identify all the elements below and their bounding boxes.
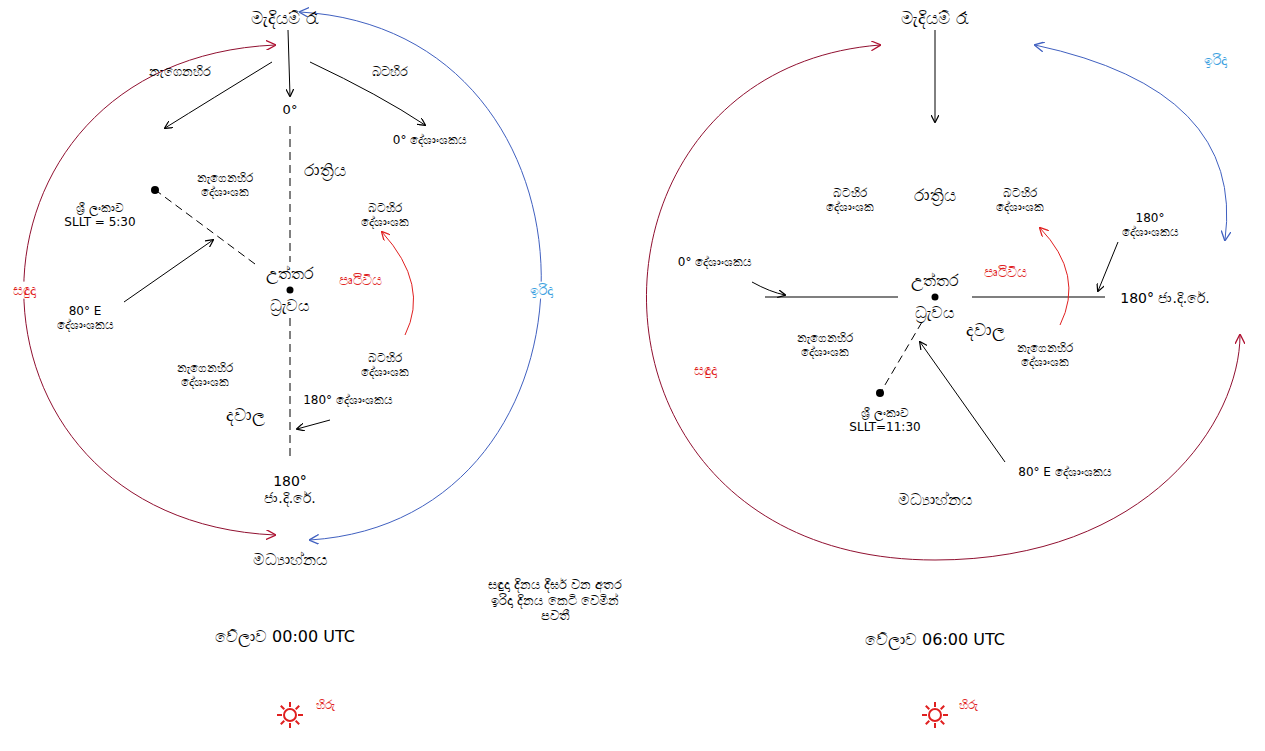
sunday-arc bbox=[1035, 45, 1227, 240]
globe-node: රාත්‍රිය උත්තර ධ්‍රැවය පෘථිවිය දවාල bbox=[765, 127, 1105, 467]
pole-dot bbox=[287, 287, 294, 294]
sunday-arc bbox=[300, 12, 541, 540]
sri-lanka-dot bbox=[876, 389, 884, 397]
leader-arrow bbox=[124, 240, 213, 302]
leader-arrow bbox=[297, 420, 330, 429]
direction-label: බටහිර bbox=[372, 64, 408, 80]
globe-text: දවාල bbox=[226, 405, 265, 425]
sun-icon bbox=[922, 702, 948, 728]
monday-label: සඳුදා bbox=[694, 362, 717, 379]
direction-label: නැගෙනහිර bbox=[149, 64, 211, 80]
sri-lanka-label: ශ්‍රී ලංකාව SLLT=11:30 bbox=[845, 406, 925, 435]
rotation-arrow bbox=[1040, 228, 1069, 325]
note-text: සඳුදා දිනය දීර්ඝ වන අතර ඉරිදා දිනය කෙටි … bbox=[485, 577, 625, 624]
leader-arrow bbox=[288, 30, 290, 96]
longitude-label: බටහිර දේශාංශක bbox=[361, 201, 409, 230]
sri-lanka-meridian bbox=[158, 192, 255, 264]
monday-label: සඳුදා bbox=[10, 282, 39, 299]
globe-text: දවාල bbox=[966, 320, 1005, 340]
noon-label: මධ්‍යාහ්නය bbox=[253, 550, 328, 569]
pole-dot bbox=[932, 294, 939, 301]
longitude-label: නැගෙනහිර දේශාංශක bbox=[797, 331, 853, 360]
globe-circle bbox=[123, 125, 455, 457]
leader-arrow bbox=[1098, 242, 1118, 291]
globe-text: පෘථිවිය bbox=[984, 264, 1027, 281]
sunday-label: ඉරිදා bbox=[1204, 52, 1227, 69]
noon-label: මධ්‍යාහ්නය bbox=[898, 490, 973, 509]
sun-icon bbox=[277, 702, 303, 728]
meridian-label: 80° E දේශාංශකය bbox=[1018, 465, 1111, 479]
rotation-arrow bbox=[382, 232, 414, 335]
monday-arc bbox=[646, 45, 1240, 560]
longitude-label: නැගෙනහිර දේශාංශක bbox=[1017, 341, 1073, 370]
sunday-label: ඉරිදා bbox=[527, 282, 556, 299]
dateline-label: 180° ජා.දි.රේ. bbox=[260, 473, 320, 507]
degree-label: 0° bbox=[283, 102, 298, 118]
sri-lanka-dot bbox=[151, 186, 159, 194]
sun-label: හිරු bbox=[959, 698, 978, 712]
globe-text: රාත්‍රිය bbox=[304, 160, 346, 180]
globe-text: උත්තර ධ්‍රැවය bbox=[911, 265, 959, 329]
leader-arrow bbox=[310, 62, 425, 125]
time-label: වේලාව 06:00 UTC bbox=[865, 630, 1005, 649]
globe-text: රාත්‍රිය bbox=[914, 185, 956, 205]
monday-arc bbox=[24, 45, 275, 535]
sri-lanka-meridian bbox=[882, 322, 922, 390]
leader-arrow bbox=[935, 30, 936, 122]
longitude-label: බටහිර දේශාංශක bbox=[996, 186, 1044, 215]
longitude-label: බටහිර දේශාංශක bbox=[361, 351, 409, 380]
sun-label: හිරු bbox=[316, 698, 335, 712]
dateline-label: 180° ජා.දි.රේ. bbox=[1120, 290, 1210, 307]
leader-arrow bbox=[920, 342, 1005, 462]
sri-lanka-label: ශ්‍රී ලංකාව SLLT = 5:30 bbox=[62, 201, 138, 230]
longitude-label: නැගෙනහිර දේශාංශක bbox=[197, 171, 253, 200]
meridian-label: 180° දේශාංශකය bbox=[1110, 211, 1190, 240]
globe-text: උත්තර ධ්‍රැවය bbox=[266, 258, 314, 322]
longitude-label: නැගෙනහිර දේශාංශක bbox=[177, 361, 233, 390]
midnight-label: මැදියම් රෑ bbox=[901, 8, 968, 28]
leader-arrow bbox=[752, 282, 785, 295]
meridian-label: 180° දේශාංශකය bbox=[303, 393, 393, 407]
longitude-label: බටහිර දේශාංශක bbox=[826, 186, 874, 215]
meridian-label: 80° E දේශාංශකය bbox=[50, 304, 120, 333]
midnight-label: මැදියම් රෑ bbox=[251, 8, 318, 28]
globe-circle bbox=[765, 127, 1105, 467]
meridian-label: 0° දේශාංශකය bbox=[393, 133, 467, 147]
meridian-label: 0° දේශාංශකය bbox=[675, 255, 755, 269]
time-label: වේලාව 00:00 UTC bbox=[215, 627, 355, 646]
globe-text: පෘථිවිය bbox=[339, 272, 382, 289]
globe-node: රාත්‍රිය උත්තර ධ්‍රැවය පෘථිවිය දවාල bbox=[123, 125, 455, 457]
